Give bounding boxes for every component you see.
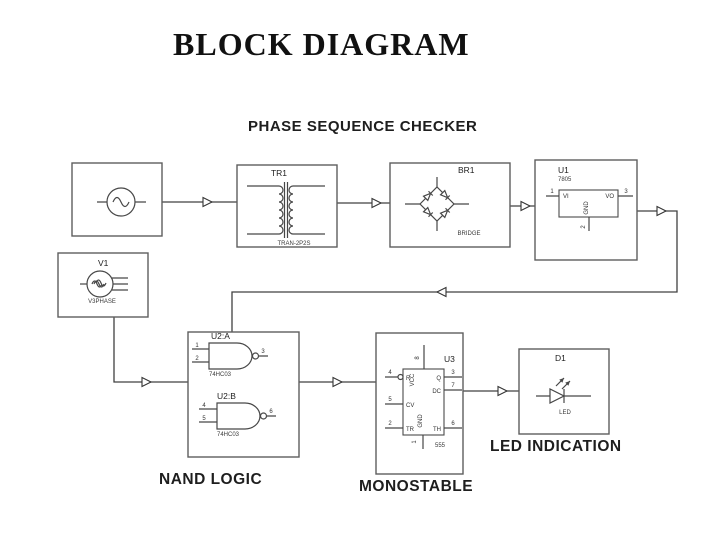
timer-ref: U3 bbox=[444, 354, 455, 364]
timer-pin-r: R bbox=[406, 376, 411, 382]
timer-pin-vcc-num: 8 bbox=[415, 356, 421, 360]
regulator-pin-gnd-num: 2 bbox=[581, 225, 587, 229]
arrow-right-icon bbox=[141, 376, 153, 388]
timer-pin-gnd-num: 1 bbox=[412, 440, 418, 444]
ac-sine-source-icon bbox=[97, 187, 146, 217]
nand-b-pin4: 4 bbox=[202, 403, 206, 409]
timer-pin-th: TH bbox=[433, 427, 441, 433]
wire-u3-to-led bbox=[463, 385, 519, 397]
led-icon bbox=[536, 377, 591, 404]
wire-source-to-tr1 bbox=[162, 196, 237, 208]
nand-a-pin2: 2 bbox=[195, 356, 199, 362]
timer-pin-gnd: GND bbox=[418, 414, 424, 428]
nand-a-pin1: 1 bbox=[195, 343, 199, 349]
nand-gate-a: U2:A 1 2 3 74HC03 bbox=[192, 331, 268, 378]
arrow-right-icon bbox=[332, 376, 344, 388]
timer-part: 555 bbox=[435, 443, 446, 449]
block-three-phase-source: V1 V3PHASE bbox=[57, 252, 149, 318]
nand-gate-icon bbox=[192, 342, 268, 370]
nand-a-ref: U2:A bbox=[211, 331, 230, 341]
timer-pin-cv-num: 5 bbox=[388, 397, 392, 403]
timer-pin-cv: CV bbox=[406, 403, 414, 409]
block-regulator: U1 7805 1 3 2 VI VO GND bbox=[534, 159, 638, 261]
bridge-part: BRIDGE bbox=[457, 231, 480, 237]
block-monostable: U3 4 5 2 3 7 6 8 1 R CV TR Q DC TH VCC G… bbox=[375, 332, 464, 475]
regulator-pin-vo-num: 3 bbox=[624, 189, 628, 195]
timer-pin-q-num: 3 bbox=[451, 370, 455, 376]
arrow-right-icon bbox=[656, 205, 668, 217]
nand-a-pin3: 3 bbox=[261, 349, 265, 355]
arrow-right-icon bbox=[371, 197, 383, 209]
three-phase-ref: V1 bbox=[98, 258, 109, 268]
timer-pin-leads bbox=[385, 345, 462, 449]
nand-b-pin6: 6 bbox=[269, 409, 273, 415]
timer-pin-vcc: VCC bbox=[410, 373, 416, 386]
wire-br1-to-u1 bbox=[510, 200, 535, 212]
nand-a-part: 74HC03 bbox=[209, 372, 232, 378]
regulator-part: 7805 bbox=[558, 177, 572, 183]
led-part: LED bbox=[559, 410, 571, 416]
timer-pin-tr: TR bbox=[406, 427, 415, 433]
timer-pin-tr-num: 2 bbox=[388, 421, 392, 427]
timer-pin-th-num: 6 bbox=[451, 421, 455, 427]
nand-b-ref: U2:B bbox=[217, 391, 236, 401]
wire-v1-to-nand bbox=[113, 317, 188, 388]
block-led: D1 LED bbox=[518, 348, 610, 435]
nand-gate-icon bbox=[199, 402, 276, 430]
nand-logic-label: NAND LOGIC bbox=[159, 471, 262, 488]
bridge-ref: BR1 bbox=[458, 165, 475, 175]
arrow-right-icon bbox=[497, 385, 509, 397]
nand-b-part: 74HC03 bbox=[217, 432, 240, 438]
timer-pin-q: Q bbox=[436, 376, 441, 382]
wire-u1-feedback-to-nand bbox=[231, 205, 678, 332]
diagram-subtitle: PHASE SEQUENCE CHECKER bbox=[248, 118, 477, 135]
transformer-icon bbox=[247, 182, 325, 238]
transformer-part: TRAN-2P2S bbox=[277, 241, 310, 247]
regulator-pin-gnd: GND bbox=[584, 201, 590, 215]
arrow-left-icon bbox=[435, 286, 447, 298]
wire-tr1-to-br1 bbox=[337, 197, 390, 209]
regulator-pin-vo: VO bbox=[605, 194, 614, 200]
nand-gate-b: U2:B 4 5 6 74HC03 bbox=[199, 391, 276, 438]
three-phase-source-icon bbox=[80, 270, 128, 298]
block-bridge: BR1 BRIDGE bbox=[389, 162, 511, 248]
page-title: BLOCK DIAGRAM bbox=[173, 26, 470, 62]
regulator-pin-vi: VI bbox=[563, 194, 569, 200]
block-transformer: TR1 TRAN-2P2S bbox=[236, 164, 338, 248]
block-nand-logic: U2:A 1 2 3 74HC03 U2:B 4 5 6 74HC03 bbox=[187, 331, 300, 458]
three-phase-part: V3PHASE bbox=[88, 299, 116, 305]
timer-pin-dc-num: 7 bbox=[451, 383, 455, 389]
monostable-label: MONOSTABLE bbox=[359, 478, 473, 495]
wire-nand-to-u3 bbox=[299, 376, 376, 388]
block-ac-source bbox=[71, 162, 163, 237]
led-ref: D1 bbox=[555, 353, 566, 363]
diode-bridge-icon bbox=[405, 177, 469, 231]
arrow-right-icon bbox=[202, 196, 214, 208]
transformer-ref: TR1 bbox=[271, 168, 287, 178]
arrow-right-icon bbox=[520, 200, 532, 212]
nand-b-pin5: 5 bbox=[202, 416, 206, 422]
led-indication-label: LED INDICATION bbox=[490, 438, 622, 455]
timer-pin-r-num: 4 bbox=[388, 370, 392, 376]
regulator-pin-vi-num: 1 bbox=[550, 189, 554, 195]
regulator-ref: U1 bbox=[558, 165, 569, 175]
timer-pin-dc: DC bbox=[432, 389, 441, 395]
